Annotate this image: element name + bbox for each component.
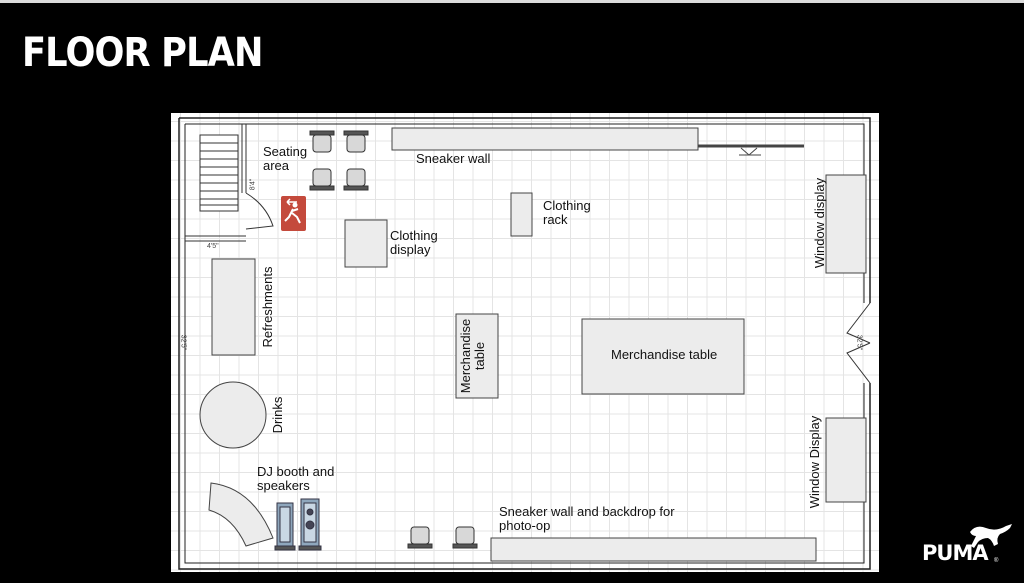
refreshments-table bbox=[211, 258, 256, 356]
puma-logo-text: PUMA bbox=[922, 541, 989, 565]
seating-chairs bbox=[309, 130, 369, 191]
window-display-top-label: Window display bbox=[812, 177, 827, 269]
clothing-rack-label: Clothing rack bbox=[543, 198, 591, 227]
slide-title: FLOOR PLAN bbox=[22, 30, 263, 76]
sneaker-wall-backdrop bbox=[490, 537, 817, 562]
merchandise-table-vertical-label: Merchandise table bbox=[458, 318, 487, 394]
merchandise-table bbox=[581, 318, 745, 395]
dj-booth bbox=[208, 482, 274, 547]
window-display-bottom-label: Window Display bbox=[807, 415, 822, 509]
floor-plan-drawing bbox=[178, 117, 871, 570]
emergency-exit-icon bbox=[281, 196, 306, 231]
refreshments-label: Refreshments bbox=[260, 266, 275, 348]
sneaker-wall-backdrop-label: Sneaker wall and backdrop for photo-op bbox=[499, 504, 675, 533]
entrance-doors bbox=[846, 302, 871, 384]
puma-cat-icon bbox=[970, 524, 1012, 548]
merchandise-table-vertical bbox=[455, 313, 499, 399]
exterior-walls bbox=[178, 117, 871, 570]
speakers-icon bbox=[274, 498, 322, 551]
top-window-hinge bbox=[739, 147, 761, 156]
floor-plan: Seating area Sneaker wall Clothing rack … bbox=[171, 113, 879, 572]
stair-height-dimension: 8'4" bbox=[249, 178, 257, 191]
registered-mark: ® bbox=[994, 558, 999, 564]
left-wall-dimension: 32'5" bbox=[179, 334, 187, 351]
sneaker-wall bbox=[391, 127, 699, 151]
stair-width-dimension: 4'5" bbox=[207, 243, 219, 250]
clothing-display-label: Clothing display bbox=[390, 228, 438, 257]
window-display-bottom bbox=[825, 417, 867, 503]
dj-booth-label: DJ booth and speakers bbox=[257, 464, 335, 493]
drinks-table bbox=[199, 381, 267, 449]
clothing-display bbox=[344, 219, 388, 268]
clothing-rack bbox=[510, 192, 533, 237]
top-edge-strip bbox=[0, 0, 1024, 3]
stair-enclosure bbox=[185, 124, 274, 242]
drinks-label: Drinks bbox=[270, 396, 285, 434]
right-wall-dimension: 32'5" bbox=[855, 334, 863, 351]
window-display-top bbox=[825, 174, 867, 274]
seating-area-label: Seating area bbox=[263, 144, 308, 173]
merchandise-table-label: Merchandise table bbox=[611, 347, 718, 362]
photo-op-chairs bbox=[407, 526, 478, 549]
sneaker-wall-label: Sneaker wall bbox=[416, 151, 491, 166]
